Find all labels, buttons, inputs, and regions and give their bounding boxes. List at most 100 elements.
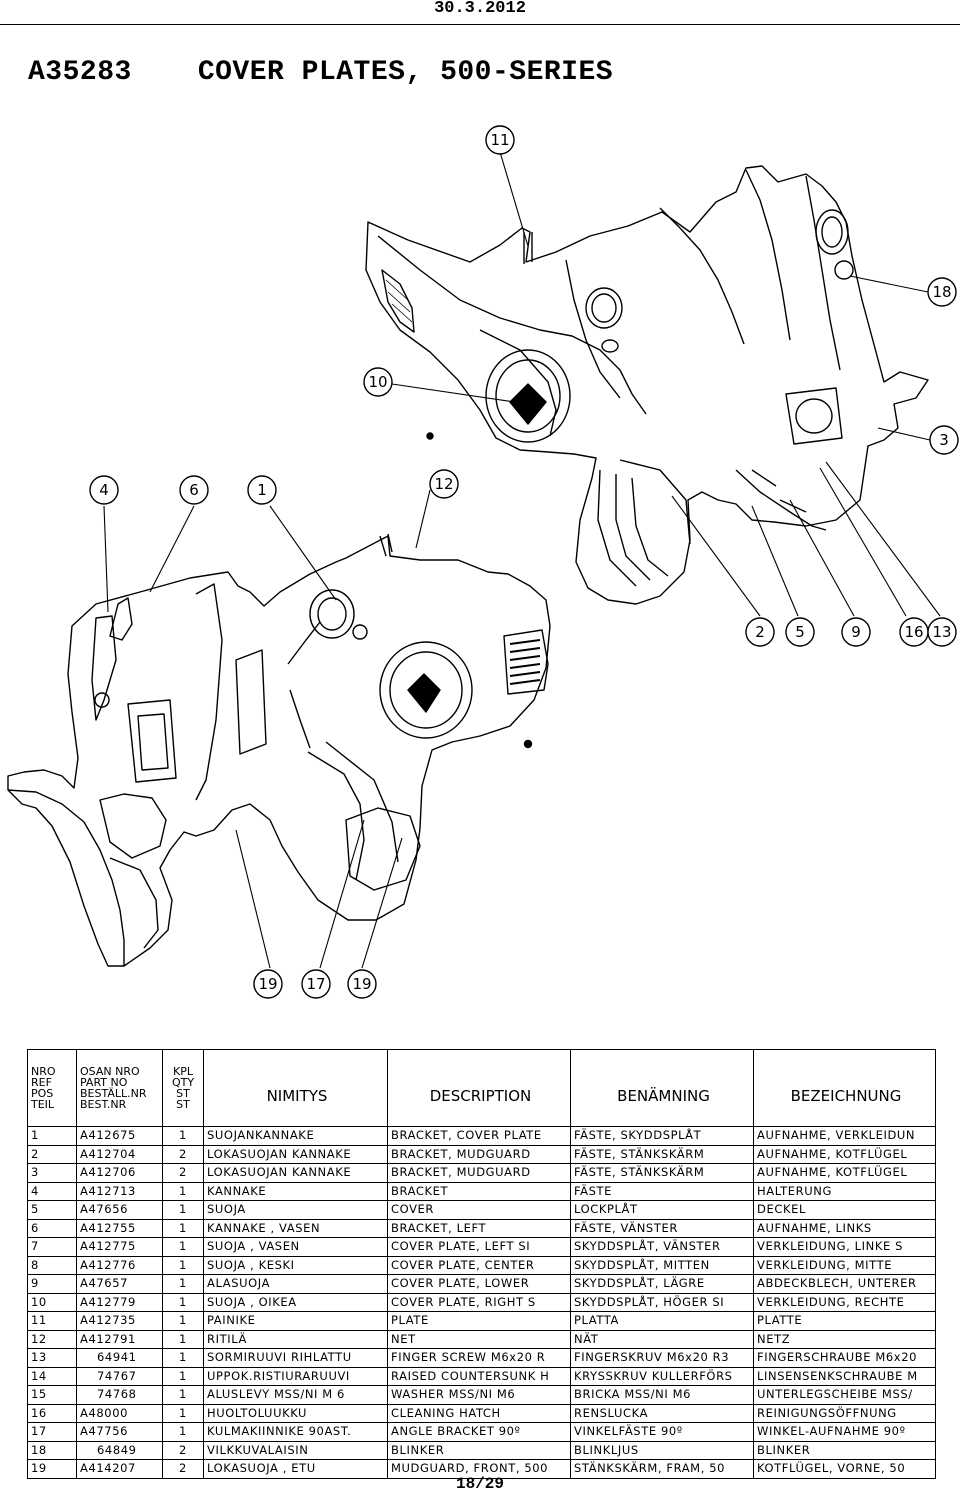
cell-benamning: PLATTA xyxy=(570,1311,754,1331)
cell-qty: 2 xyxy=(162,1163,204,1183)
callout-2: 2 xyxy=(745,617,775,647)
cell-description: COVER PLATE, CENTER xyxy=(387,1255,571,1275)
callout-3: 3 xyxy=(929,425,959,455)
cell-benamning: VINKELFÄSTE 90º xyxy=(570,1422,754,1442)
cell-bezeichnung: KOTFLÜGEL, VORNE, 50 xyxy=(753,1459,936,1479)
svg-text:6: 6 xyxy=(189,481,199,499)
header-nimitys: NIMITYS xyxy=(203,1049,388,1127)
cell-pos: 5 xyxy=(27,1200,77,1220)
cell-part-no: A412775 xyxy=(76,1237,163,1257)
cell-nimitys: PAINIKE xyxy=(203,1311,388,1331)
cell-pos: 17 xyxy=(27,1422,77,1442)
cell-part-no: A47657 xyxy=(76,1274,163,1294)
callout-9: 9 xyxy=(841,617,871,647)
cell-benamning: SKYDDSPLÅT, HÖGER SI xyxy=(570,1292,754,1312)
cell-pos: 11 xyxy=(27,1311,77,1331)
cell-qty: 1 xyxy=(162,1255,204,1275)
cell-pos: 16 xyxy=(27,1403,77,1423)
cell-part-no: A414207 xyxy=(76,1459,163,1479)
cell-benamning: BLINKLJUS xyxy=(570,1440,754,1460)
cell-qty: 2 xyxy=(162,1144,204,1164)
cell-qty: 1 xyxy=(162,1329,204,1349)
cell-description: BRACKET, MUDGUARD xyxy=(387,1163,571,1183)
cell-qty: 1 xyxy=(162,1181,204,1201)
callout-4: 4 xyxy=(89,475,119,505)
callout-19-left: 19 xyxy=(253,969,283,999)
cell-bezeichnung: AUFNAHME, LINKS xyxy=(753,1218,936,1238)
cell-benamning: FÄSTE, STÄNKSKÄRM xyxy=(570,1144,754,1164)
cell-nimitys: VILKKUVALAISIN xyxy=(203,1440,388,1460)
cell-pos: 1 xyxy=(27,1126,77,1146)
cell-pos: 6 xyxy=(27,1218,77,1238)
cell-benamning: LOCKPLÅT xyxy=(570,1200,754,1220)
cell-benamning: FÄSTE, STÄNKSKÄRM xyxy=(570,1163,754,1183)
cell-bezeichnung: AUFNAHME, KOTFLÜGEL xyxy=(753,1144,936,1164)
callout-12: 12 xyxy=(429,469,459,499)
cell-nimitys: KANNAKE , VASEN xyxy=(203,1218,388,1238)
cell-bezeichnung: REINIGUNGSÖFFNUNG xyxy=(753,1403,936,1423)
cell-description: COVER xyxy=(387,1200,571,1220)
cell-qty: 1 xyxy=(162,1237,204,1257)
callout-16: 16 xyxy=(899,617,929,647)
cell-bezeichnung: VERKLEIDUNG, MITTE xyxy=(753,1255,936,1275)
cell-benamning: SKYDDSPLÅT, MITTEN xyxy=(570,1255,754,1275)
callout-11: 11 xyxy=(485,125,515,155)
cell-pos: 4 xyxy=(27,1181,77,1201)
cell-description: COVER PLATE, RIGHT S xyxy=(387,1292,571,1312)
exploded-assembly-drawing: 11 18 10 3 4 6 1 12 2 5 9 16 13 19 17 19 xyxy=(7,125,959,999)
header-description: DESCRIPTION xyxy=(387,1049,571,1127)
cell-nimitys: SORMIRUUVI RIHLATTU xyxy=(203,1348,388,1368)
cell-qty: 1 xyxy=(162,1274,204,1294)
screw-icon xyxy=(426,432,434,440)
cell-bezeichnung: DECKEL xyxy=(753,1200,936,1220)
cell-qty: 1 xyxy=(162,1422,204,1442)
cell-pos: 18 xyxy=(27,1440,77,1460)
header-bezeichnung: BEZEICHNUNG xyxy=(753,1049,936,1127)
cell-benamning: KRYSSKRUV KULLERFÖRS xyxy=(570,1366,754,1386)
cell-bezeichnung: AUFNAHME, VERKLEIDUN xyxy=(753,1126,936,1146)
callout-13: 13 xyxy=(927,617,957,647)
cell-description: FINGER SCREW M6x20 R xyxy=(387,1348,571,1368)
cell-description: BLINKER xyxy=(387,1440,571,1460)
cell-pos: 3 xyxy=(27,1163,77,1183)
svg-text:9: 9 xyxy=(851,623,861,641)
cell-pos: 2 xyxy=(27,1144,77,1164)
cell-benamning: FÄSTE xyxy=(570,1181,754,1201)
cell-bezeichnung: VERKLEIDUNG, LINKE S xyxy=(753,1237,936,1257)
cell-nimitys: SUOJA , KESKI xyxy=(203,1255,388,1275)
cell-pos: 13 xyxy=(27,1348,77,1368)
cell-part-no: A412706 xyxy=(76,1163,163,1183)
cell-nimitys: ALUSLEVY MSS/NI M 6 xyxy=(203,1385,388,1405)
cell-pos: 12 xyxy=(27,1329,77,1349)
cell-qty: 1 xyxy=(162,1292,204,1312)
cell-qty: 1 xyxy=(162,1403,204,1423)
cell-description: NET xyxy=(387,1329,571,1349)
cell-description: COVER PLATE, LOWER xyxy=(387,1274,571,1294)
callout-5: 5 xyxy=(785,617,815,647)
cell-nimitys: SUOJA xyxy=(203,1200,388,1220)
right-cover-assembly xyxy=(365,165,929,605)
cell-part-no: A412704 xyxy=(76,1144,163,1164)
cell-bezeichnung: AUFNAHME, KOTFLÜGEL xyxy=(753,1163,936,1183)
svg-text:3: 3 xyxy=(939,431,949,449)
cell-part-no: 64941 xyxy=(76,1348,163,1368)
svg-text:2: 2 xyxy=(755,623,765,641)
cell-qty: 1 xyxy=(162,1366,204,1386)
cell-part-no: A48000 xyxy=(76,1403,163,1423)
svg-text:19: 19 xyxy=(258,975,277,993)
cell-nimitys: RITILÄ xyxy=(203,1329,388,1349)
callout-1: 1 xyxy=(247,475,277,505)
cell-part-no: A412755 xyxy=(76,1218,163,1238)
callout-10: 10 xyxy=(363,367,393,397)
svg-text:18: 18 xyxy=(932,283,951,301)
